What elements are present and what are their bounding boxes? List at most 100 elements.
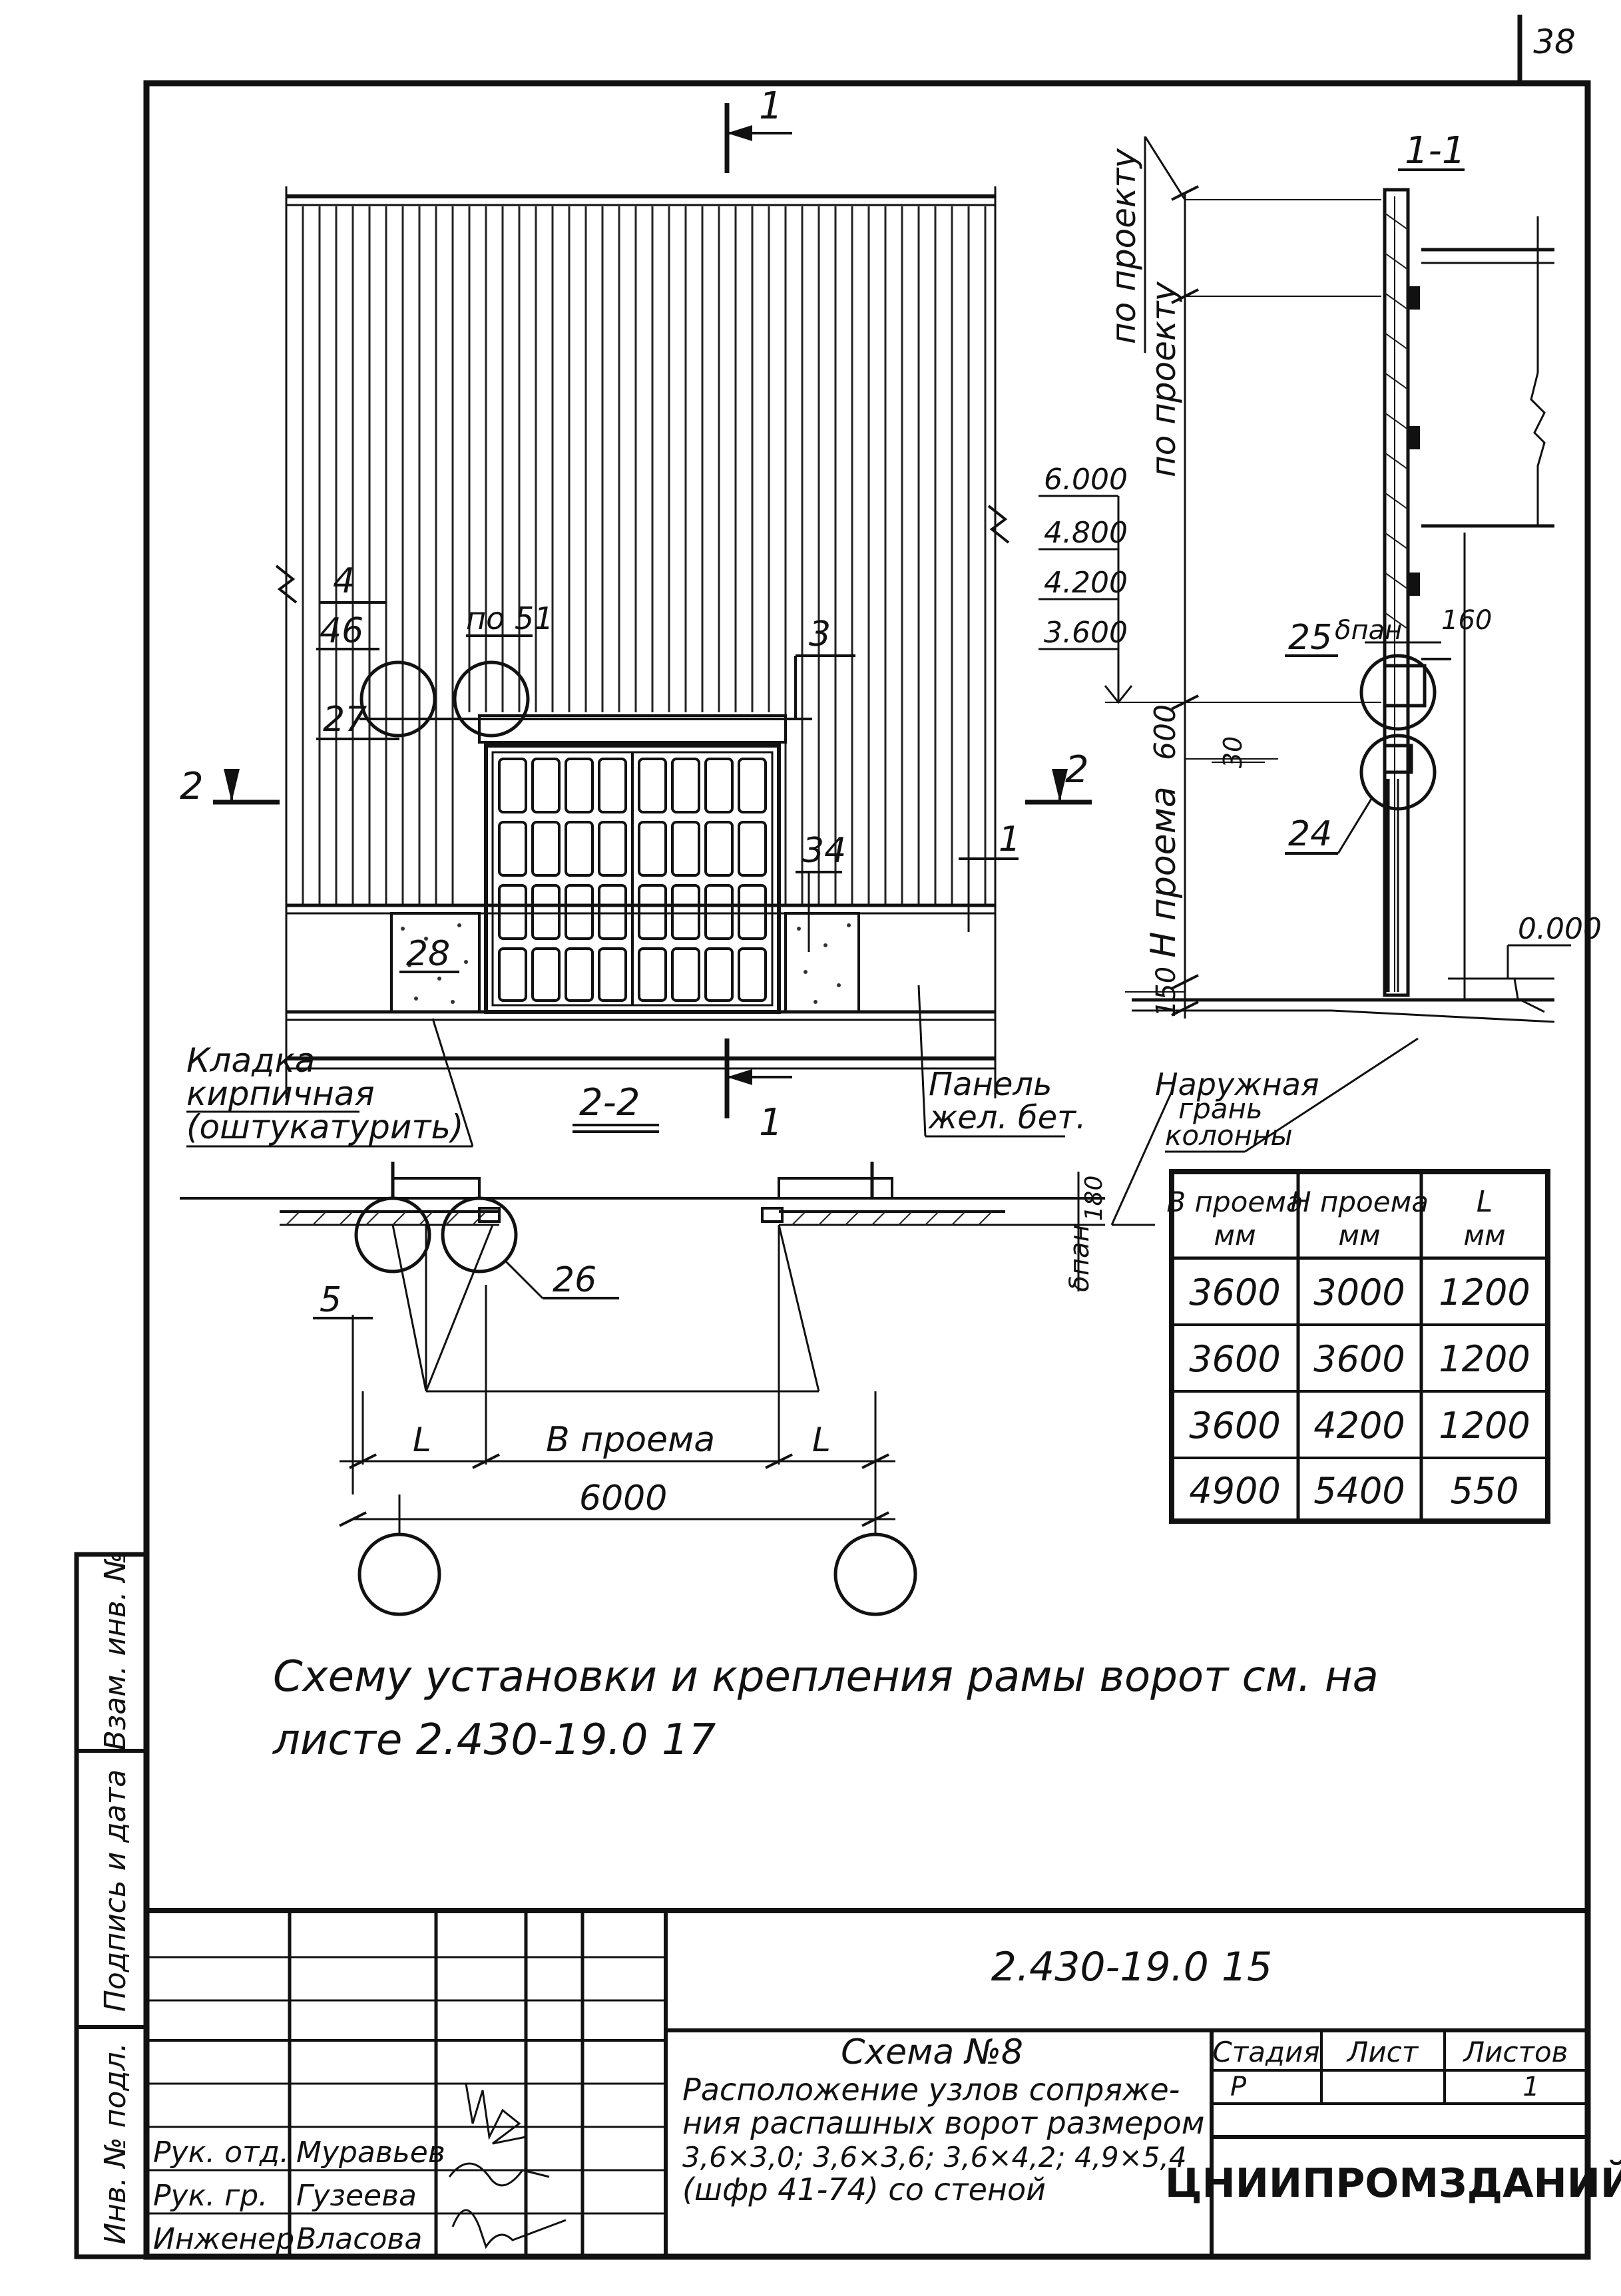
cut-2-left-label: 2 bbox=[180, 765, 204, 808]
callout-34: 34 bbox=[802, 831, 846, 871]
note-outer-face-2: грань bbox=[1178, 1092, 1263, 1125]
binding-strip: Инв. № подл. Подпись и дата Взам. инв. № bbox=[74, 1552, 149, 2259]
insulation-pattern bbox=[1384, 212, 1409, 630]
plan-dim-t-panel: δпан bbox=[1064, 1224, 1095, 1291]
stamp-name-3: Власова bbox=[296, 2222, 422, 2256]
gate-panels bbox=[498, 758, 767, 1002]
elevation-callouts: 4 46 по 51 3 27 34 1 28 Кладка кирпичная… bbox=[186, 561, 1086, 1148]
stamp-title-3: ния распашных ворот размером bbox=[682, 2105, 1204, 2141]
stamp-name-1: Муравьев bbox=[296, 2136, 445, 2170]
callout-46: 46 bbox=[320, 611, 363, 651]
note-masonry-2: кирпичная bbox=[186, 1074, 375, 1113]
table-header-h: H проема bbox=[1290, 1186, 1429, 1218]
signature-2 bbox=[448, 2162, 550, 2187]
note-panel-2: жел. бет. bbox=[928, 1099, 1086, 1136]
table-header-b-unit: мм bbox=[1214, 1219, 1256, 1252]
elevation-0000: 0.000 bbox=[1518, 912, 1602, 946]
table-header-b: B проема bbox=[1166, 1186, 1303, 1218]
callout-3: 3 bbox=[809, 614, 831, 654]
table-header-l-unit: мм bbox=[1463, 1219, 1505, 1252]
table-cell: 1200 bbox=[1439, 1338, 1530, 1380]
masonry-stipple bbox=[401, 923, 851, 1004]
section-2-2: 2-2 5 bbox=[180, 1081, 1173, 1616]
plan-dim-l-left: L bbox=[413, 1421, 431, 1459]
stamp-title-2: Расположение узлов сопряже- bbox=[682, 2072, 1180, 2108]
dim-160: 160 bbox=[1441, 605, 1492, 636]
stamp-title-5: (шфр 41-74) со стеной bbox=[682, 2172, 1046, 2207]
main-note-line-1: Схему установки и крепления рамы ворот с… bbox=[273, 1652, 1379, 1702]
callout-24: 24 bbox=[1288, 814, 1332, 854]
binding-label-vzam: Взам. инв. № bbox=[99, 1552, 132, 1751]
table-cell: 1200 bbox=[1439, 1405, 1530, 1447]
callout-27: 27 bbox=[323, 700, 367, 740]
table-cell: 3600 bbox=[1189, 1271, 1280, 1313]
plan-dim-180: 180 bbox=[1080, 1176, 1108, 1222]
column-axis-right bbox=[833, 1532, 917, 1616]
table-cell: 4900 bbox=[1189, 1470, 1280, 1512]
stamp-stage-label: Стадия bbox=[1212, 2036, 1319, 2068]
binding-label-inv-podl: Инв. № подл. bbox=[99, 2042, 132, 2245]
stamp-title-1: Схема №8 bbox=[841, 2032, 1023, 2072]
table-cell: 3000 bbox=[1313, 1271, 1405, 1313]
plan-dim-l-right: L bbox=[812, 1421, 831, 1459]
dim-t-panel: δпан bbox=[1335, 615, 1402, 646]
elevation-view: 1 1 2 2 bbox=[180, 85, 1092, 1144]
note-panel-1: Панель bbox=[929, 1066, 1052, 1103]
stamp-role-3: Инженер bbox=[153, 2222, 294, 2256]
dim-600: 600 bbox=[1148, 704, 1182, 760]
callout-4: 4 bbox=[333, 561, 355, 601]
main-note: Схему установки и крепления рамы ворот с… bbox=[272, 1652, 1379, 1765]
stamp-stage-value: Р bbox=[1230, 2072, 1247, 2102]
table-cell: 550 bbox=[1450, 1470, 1518, 1512]
cut-1-top-label: 1 bbox=[759, 85, 783, 128]
elevation-4800: 4.800 bbox=[1044, 516, 1128, 550]
signature-3 bbox=[451, 2209, 567, 2249]
plan-dim-6000: 6000 bbox=[579, 1479, 667, 1518]
table-cell: 3600 bbox=[1189, 1338, 1280, 1380]
elevation-4200: 4.200 bbox=[1044, 566, 1128, 600]
section-1-1: 1-1 bbox=[1039, 129, 1602, 1153]
callout-25: 25 bbox=[1288, 618, 1332, 658]
callout-51: по 51 bbox=[466, 600, 553, 636]
stamp-sheets-value: 1 bbox=[1522, 2072, 1539, 2102]
section-1-1-title: 1-1 bbox=[1405, 129, 1465, 172]
stamp-sheets-label: Листов bbox=[1463, 2036, 1568, 2068]
table-cell: 3600 bbox=[1313, 1338, 1405, 1380]
table-header-l: L bbox=[1477, 1185, 1493, 1219]
callout-26: 26 bbox=[553, 1260, 596, 1300]
dim-h-opening: H проема bbox=[1144, 786, 1184, 958]
binding-label-signature: Подпись и дата bbox=[99, 1769, 132, 2012]
wall-corrugation bbox=[302, 206, 987, 905]
table-cell: 1200 bbox=[1439, 1271, 1530, 1313]
stamp-doc-code: 2.430-19.0 15 bbox=[991, 1944, 1272, 1990]
stamp-title-4: 3,6×3,0; 3,6×3,6; 3,6×4,2; 4,9×5,4 bbox=[682, 2141, 1187, 2174]
elevation-3600: 3.600 bbox=[1044, 616, 1128, 650]
stamp-sheet-label: Лист bbox=[1346, 2036, 1419, 2068]
note-per-project-1: по проекту bbox=[1104, 148, 1143, 344]
plan-hatching bbox=[286, 1211, 993, 1226]
table-header-h-unit: мм bbox=[1338, 1219, 1380, 1252]
opening-sizes-table: B проема мм H проема мм L мм 3600 3000 1… bbox=[1166, 1169, 1550, 1524]
main-note-line-2: листе 2.430-19.0 17 bbox=[272, 1716, 716, 1765]
note-masonry-3: (оштукатурить) bbox=[186, 1108, 463, 1146]
plan-dim-b-opening: B проема bbox=[546, 1420, 715, 1460]
callout-28: 28 bbox=[406, 934, 450, 974]
table-cell: 4200 bbox=[1313, 1405, 1405, 1447]
note-per-project-2: по проекту bbox=[1144, 281, 1183, 477]
dim-150: 150 bbox=[1151, 967, 1182, 1017]
callout-1: 1 bbox=[999, 819, 1021, 859]
sheet-number: 38 bbox=[1533, 23, 1576, 61]
elevation-6000: 6.000 bbox=[1044, 463, 1128, 497]
callout-5: 5 bbox=[320, 1280, 342, 1320]
table-cell: 3600 bbox=[1189, 1405, 1280, 1447]
dim-30: 30 bbox=[1218, 736, 1248, 768]
cut-2-right-label: 2 bbox=[1065, 748, 1089, 792]
stamp-role-2: Рук. гр. bbox=[153, 2179, 268, 2213]
table-cell: 5400 bbox=[1313, 1470, 1405, 1512]
signature-1 bbox=[465, 2083, 527, 2145]
note-outer-face-1: Наружная bbox=[1155, 1066, 1319, 1102]
note-masonry-1: Кладка bbox=[186, 1041, 316, 1080]
section-2-2-title: 2-2 bbox=[579, 1081, 640, 1124]
stamp-organization: ЦНИИПРОМЗДАНИЙ bbox=[1165, 2159, 1621, 2207]
